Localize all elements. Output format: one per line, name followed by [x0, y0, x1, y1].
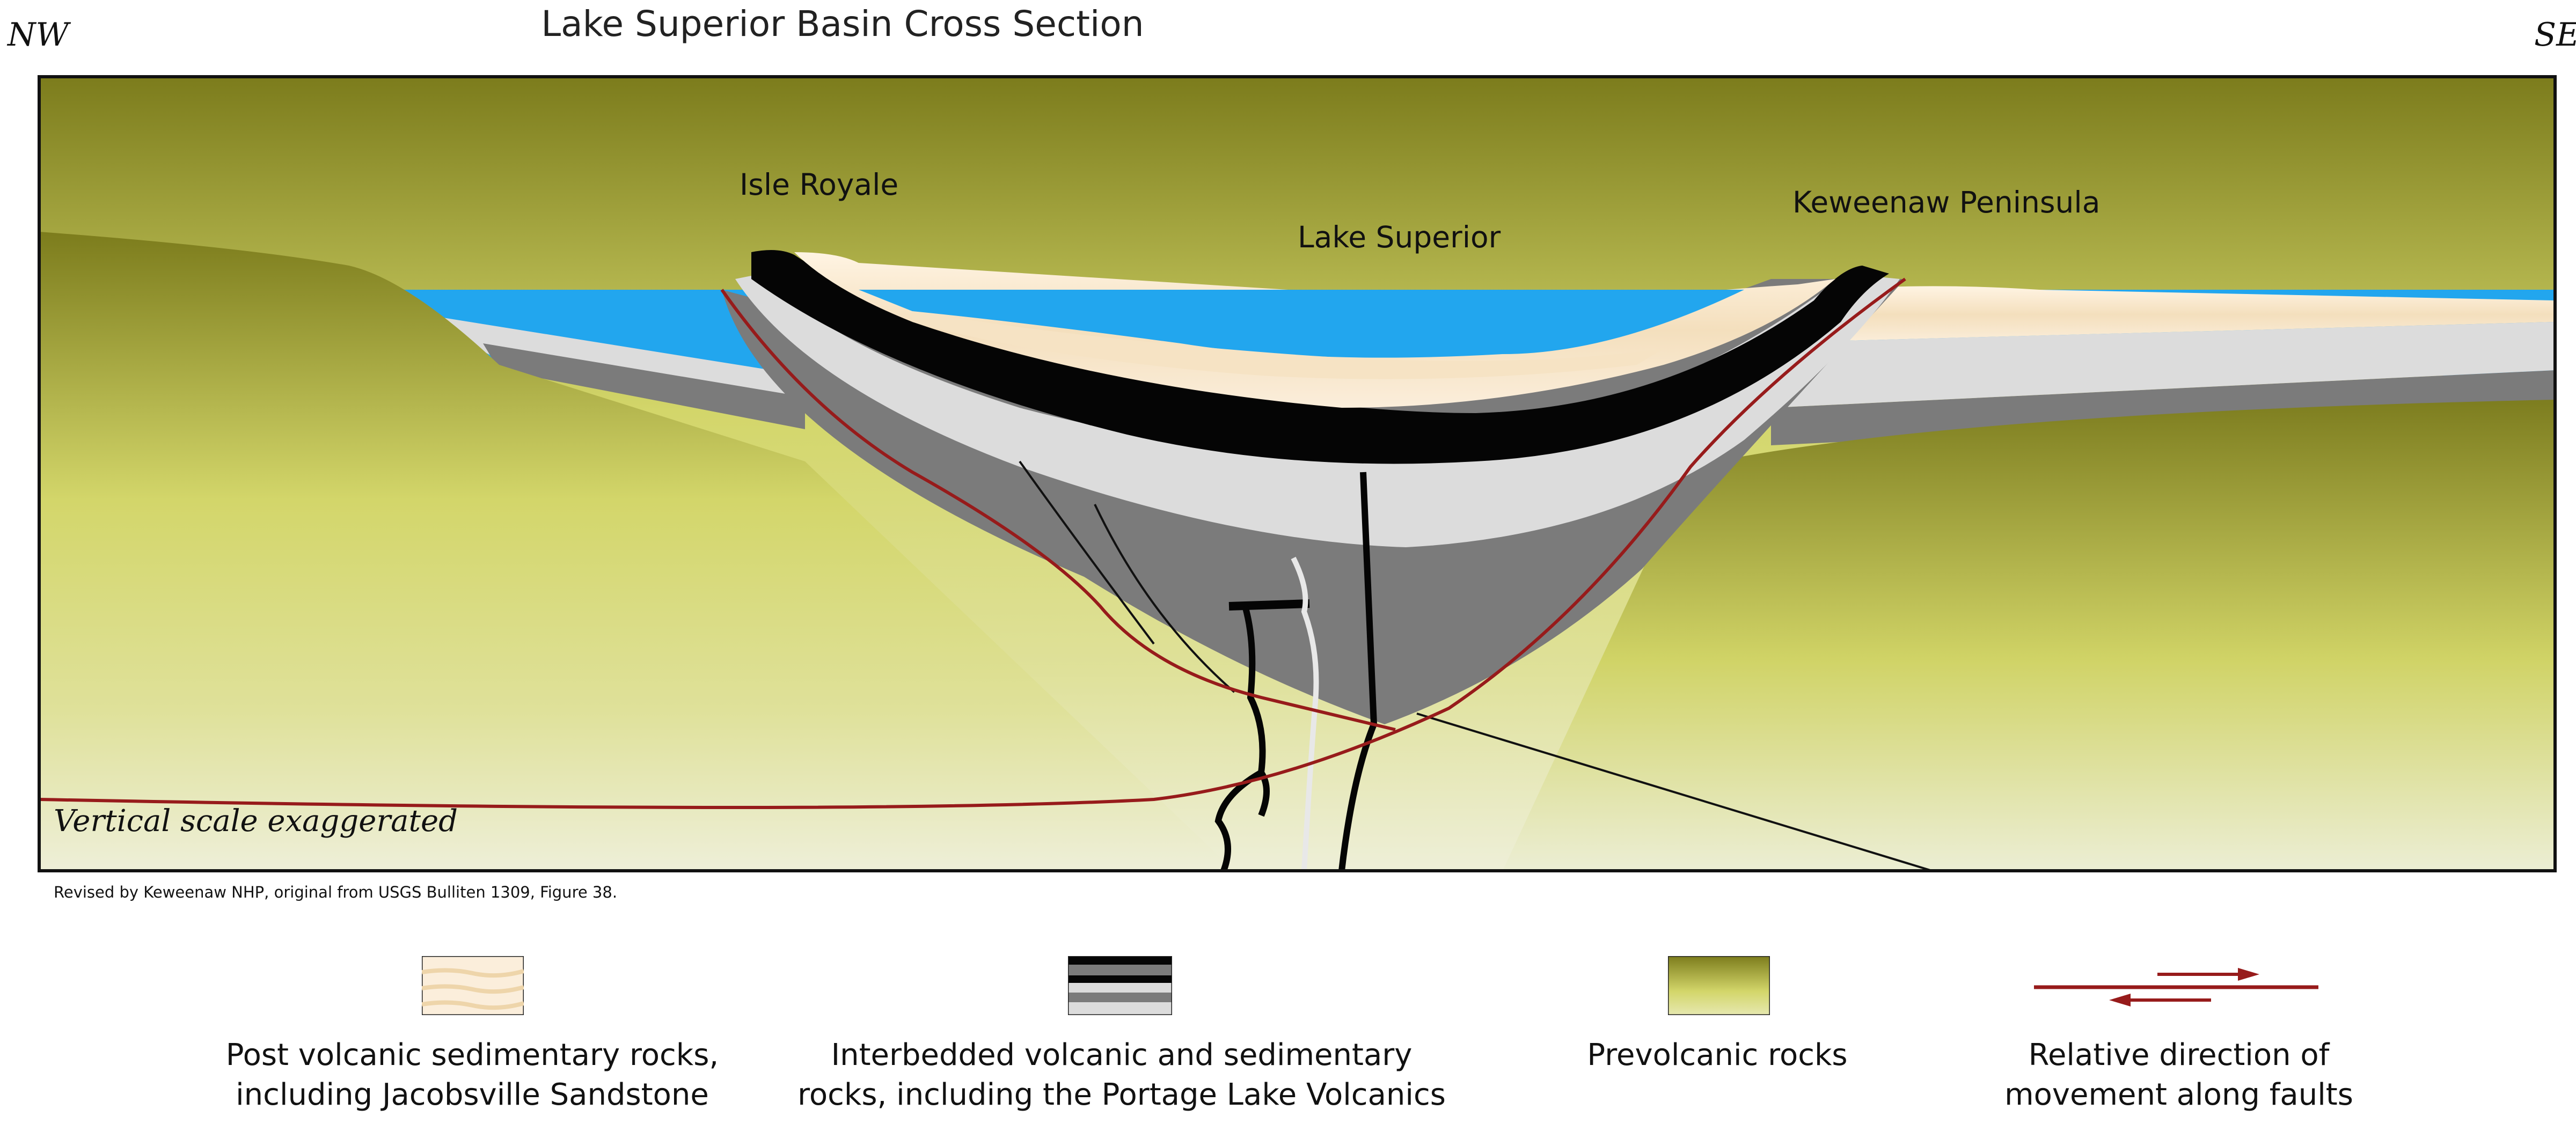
dike-center [1338, 472, 1378, 871]
dike-horizontal [1228, 599, 1310, 611]
basin-water [859, 290, 1744, 358]
direction-nw-label: NW [8, 16, 69, 54]
source-credit: Revised by Keweenaw NHP, original from U… [54, 883, 618, 901]
diagram-frame [38, 75, 2557, 872]
fault-keweenaw [39, 277, 1906, 809]
label-lake-superior: Lake Superior [1298, 220, 1501, 254]
cross-section-diagram [38, 75, 2557, 872]
direction-se-label: SE [2534, 16, 2576, 54]
swatch-prevolcanic [1668, 956, 1770, 1015]
legend-item-sandstone: Post volcanic sedimentary rocks, includi… [225, 1038, 719, 1112]
basin-sandstone-top [912, 311, 1664, 379]
left-dark-stratum [483, 343, 805, 429]
lava-flow-band [751, 250, 1889, 464]
dike-left-lower [1214, 769, 1263, 871]
legend-item-prevolcanic: Prevolcanic rocks [1587, 1038, 1848, 1072]
legend: Post volcanic sedimentary rocks, includi… [0, 944, 2576, 1124]
dike-white [1291, 556, 1319, 871]
diagram-title: Lake Superior Basin Cross Section [541, 3, 1144, 45]
fault-arrows-icon [2034, 968, 2318, 1007]
dike-left [1242, 605, 1270, 817]
right-prevolcanic [1503, 400, 2555, 871]
left-prevolcanic-hill [39, 232, 1234, 871]
basin-volcanic-light [735, 274, 1900, 547]
swatch-sandstone [422, 956, 524, 1015]
right-dark-stratum [1771, 370, 2555, 445]
fault-isle-royale [720, 289, 1396, 731]
vertical-scale-note: Vertical scale exaggerated [54, 804, 458, 839]
label-keweenaw-peninsula: Keweenaw Peninsula [1792, 185, 2101, 219]
swatch-volcanic [1068, 956, 1172, 1015]
legend-item-volcanic: Interbedded volcanic and sedimentary roc… [797, 1038, 1446, 1112]
right-sandstone-stratum [1728, 286, 2555, 343]
thrust-fault-line [1416, 712, 1933, 871]
legend-item-fault-movement: Relative direction of movement along fau… [2004, 1038, 2353, 1112]
label-isle-royale: Isle Royale [740, 167, 899, 202]
right-light-stratum [1744, 322, 2555, 408]
